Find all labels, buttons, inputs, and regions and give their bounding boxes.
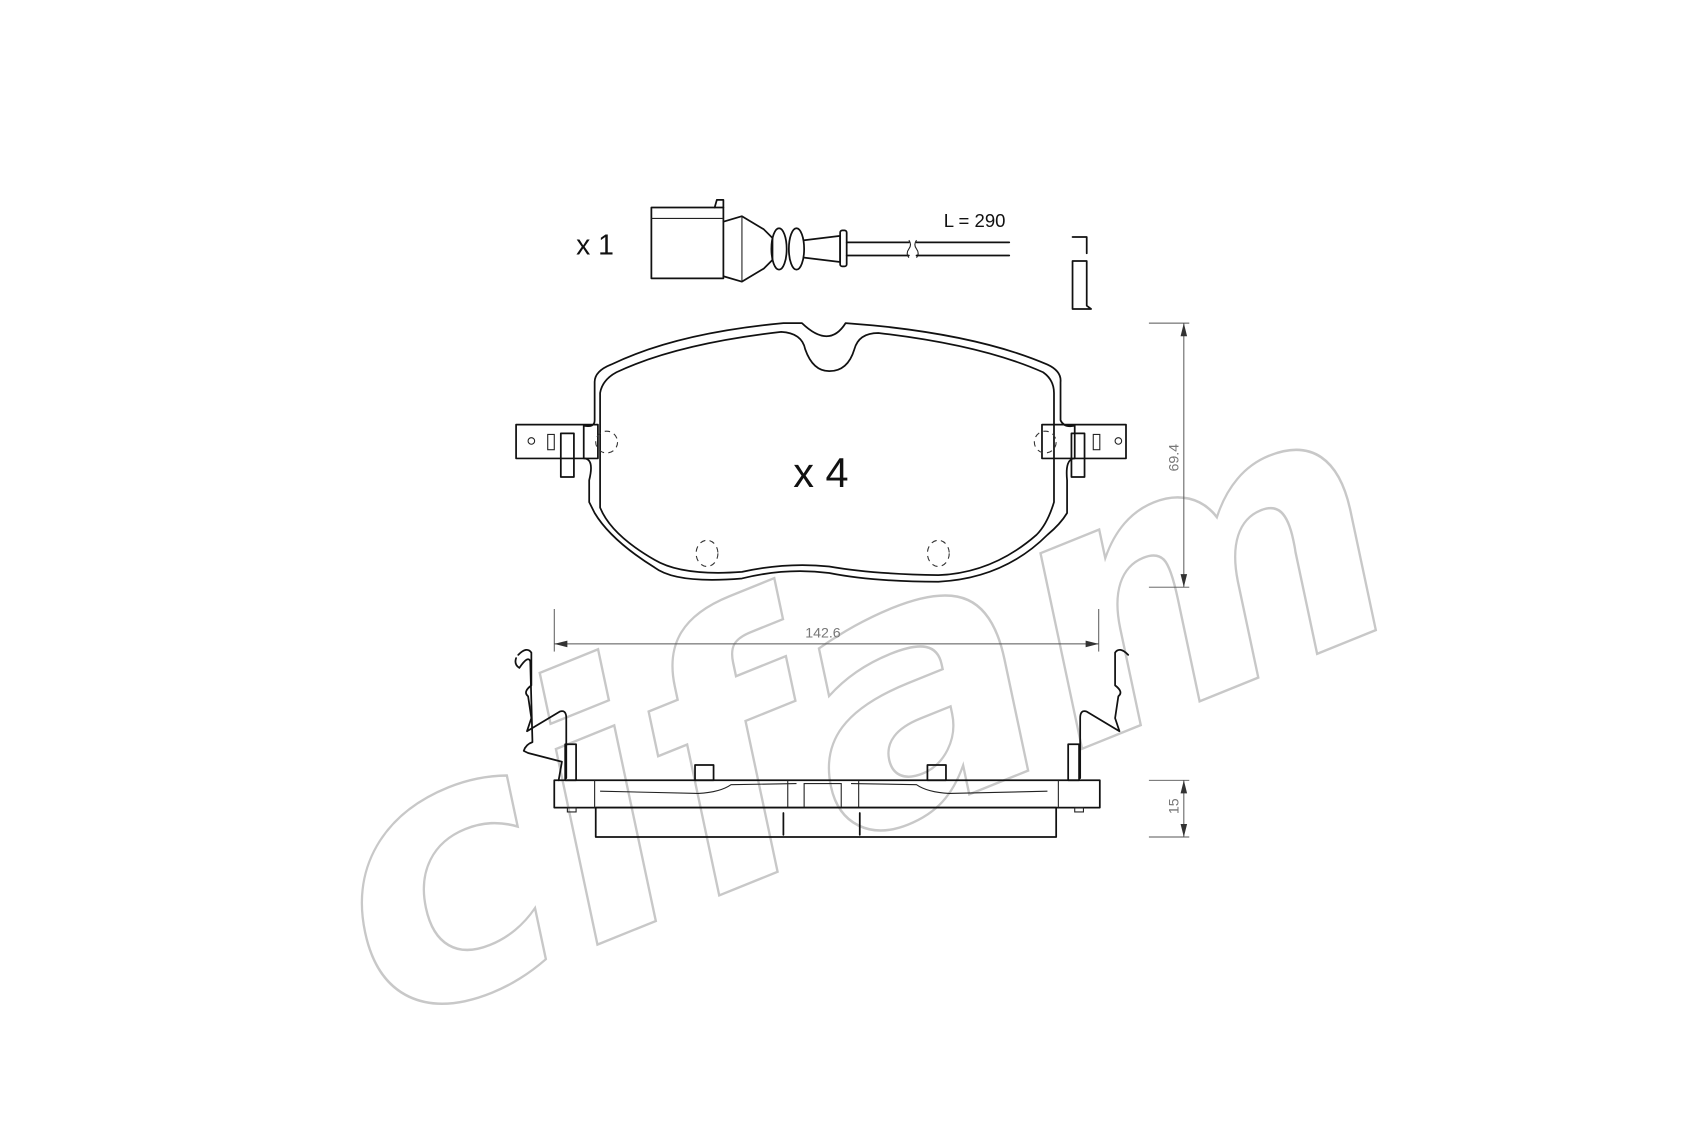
wear-sensor: x 1 L = 290 — [576, 198, 1092, 310]
height-value: 69.4 — [1166, 444, 1182, 472]
brake-pad-side-view — [514, 649, 1130, 838]
thickness-value: 15 — [1166, 798, 1182, 814]
sensor-connector — [650, 206, 725, 280]
height-dimension: 69.4 — [1148, 322, 1190, 588]
svg-text:cifam: cifam — [301, 287, 1420, 1120]
pad-quantity: x 4 — [793, 449, 848, 496]
width-dimension: 142.6 — [553, 609, 1100, 652]
thickness-dimension: 15 — [1148, 779, 1190, 838]
sensor-length-label: L = 290 — [944, 210, 1006, 231]
cifam-watermark-logo: cifam — [300, 286, 1422, 1122]
sensor-quantity: x 1 — [576, 229, 614, 261]
hidden-hole-right — [926, 539, 950, 567]
brake-pad-front-view: x 4 — [515, 322, 1127, 583]
hidden-hole-left — [695, 539, 719, 567]
width-value: 142.6 — [805, 625, 841, 641]
